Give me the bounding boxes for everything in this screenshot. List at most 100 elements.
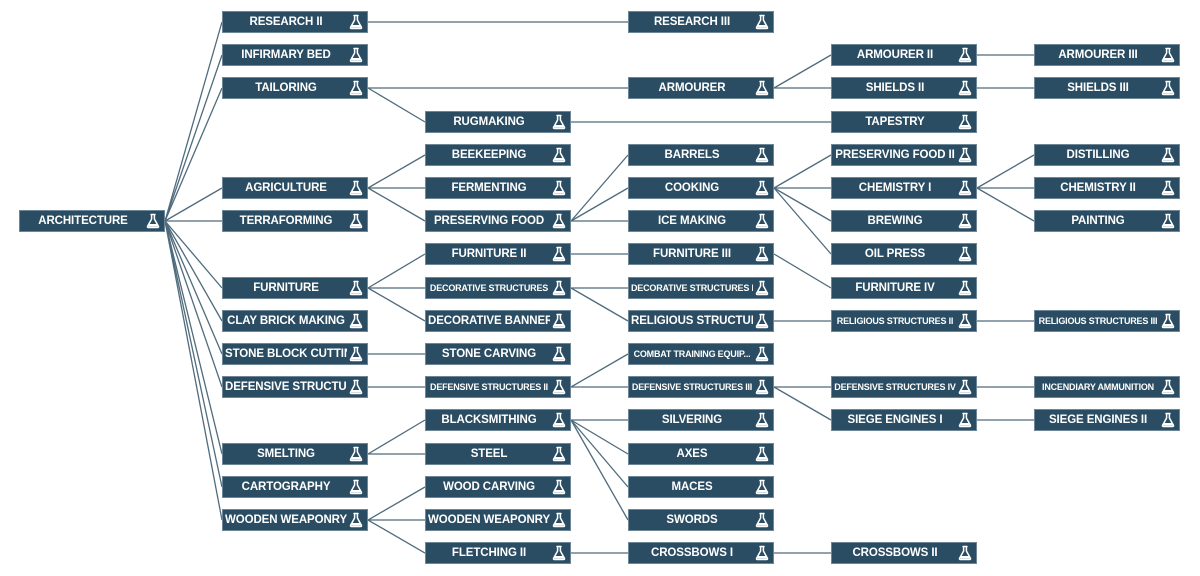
tech-node-relstruct[interactable]: RELIGIOUS STRUCTURES bbox=[628, 310, 774, 332]
tech-node-defstruct[interactable]: DEFENSIVE STRUCTURES bbox=[222, 376, 368, 398]
tech-node-woodweap2[interactable]: WOODEN WEAPONRY II bbox=[425, 509, 571, 531]
tech-node-label: STONE CARVING bbox=[441, 348, 537, 360]
tech-node-label: PRESERVING FOOD bbox=[433, 215, 545, 227]
tech-node-label: WOOD CARVING bbox=[443, 481, 535, 493]
tech-node-infirmary[interactable]: INFIRMARY BED bbox=[222, 44, 368, 66]
tech-node-axes[interactable]: AXES bbox=[628, 443, 774, 465]
tech-node-woodcarv[interactable]: WOOD CARVING bbox=[425, 476, 571, 498]
tech-node-woodweap[interactable]: WOODEN WEAPONRY bbox=[222, 509, 368, 531]
tech-node-incendiary[interactable]: INCENDIARY AMMUNITION bbox=[1034, 376, 1180, 398]
tech-node-label: RESEARCH II bbox=[249, 16, 323, 28]
tech-node-fermenting[interactable]: FERMENTING bbox=[425, 177, 571, 199]
tech-node-tapestry[interactable]: TAPESTRY bbox=[831, 111, 977, 133]
tech-node-presfood2[interactable]: PRESERVING FOOD II bbox=[831, 144, 977, 166]
link-architecture-furniture bbox=[164, 220, 223, 289]
tech-node-beekeeping[interactable]: BEEKEEPING bbox=[425, 144, 571, 166]
tech-node-relstruct2[interactable]: RELIGIOUS STRUCTURES II bbox=[831, 310, 977, 332]
flask-icon bbox=[956, 178, 974, 198]
tech-node-stonecarv[interactable]: STONE CARVING bbox=[425, 343, 571, 365]
tech-node-label: BREWING bbox=[867, 215, 923, 227]
tech-node-label: AGRICULTURE bbox=[245, 182, 327, 194]
tech-node-furniture4[interactable]: FURNITURE IV bbox=[831, 277, 977, 299]
tech-node-armourer3[interactable]: ARMOURER III bbox=[1034, 44, 1180, 66]
tech-node-label: INFIRMARY BED bbox=[241, 49, 331, 61]
tech-node-defstruct4[interactable]: DEFENSIVE STRUCTURES IV bbox=[831, 376, 977, 398]
tech-node-decstruct[interactable]: DECORATIVE STRUCTURES bbox=[425, 277, 571, 299]
tech-node-decstruct2[interactable]: DECORATIVE STRUCTURES II bbox=[628, 277, 774, 299]
tech-node-steel[interactable]: STEEL bbox=[425, 443, 571, 465]
tech-node-label: INCENDIARY AMMUNITION bbox=[1042, 382, 1154, 392]
tech-node-label: ICE MAKING bbox=[657, 215, 726, 227]
tech-node-siege1[interactable]: SIEGE ENGINES I bbox=[831, 409, 977, 431]
tech-node-label: FERMENTING bbox=[451, 182, 527, 194]
tech-node-label: CARTOGRAPHY bbox=[241, 481, 331, 493]
tech-node-oilpress[interactable]: OIL PRESS bbox=[831, 243, 977, 265]
flask-icon bbox=[956, 45, 974, 65]
tech-node-icemaking[interactable]: ICE MAKING bbox=[628, 210, 774, 232]
flask-icon bbox=[1159, 410, 1177, 430]
tech-node-relstruct3[interactable]: RELIGIOUS STRUCTURES III bbox=[1034, 310, 1180, 332]
tech-node-chem2[interactable]: CHEMISTRY II bbox=[1034, 177, 1180, 199]
tech-node-presfood[interactable]: PRESERVING FOOD bbox=[425, 210, 571, 232]
tech-node-label: COOKING bbox=[664, 182, 720, 194]
tech-node-cartography[interactable]: CARTOGRAPHY bbox=[222, 476, 368, 498]
tech-node-claybrick[interactable]: CLAY BRICK MAKING bbox=[222, 310, 368, 332]
flask-icon bbox=[956, 244, 974, 264]
tech-node-label: SHIELDS II bbox=[865, 82, 925, 94]
tech-node-shields2[interactable]: SHIELDS II bbox=[831, 77, 977, 99]
tech-node-fletch2[interactable]: FLETCHING II bbox=[425, 542, 571, 564]
tech-node-agriculture[interactable]: AGRICULTURE bbox=[222, 177, 368, 199]
flask-icon bbox=[347, 45, 365, 65]
tech-node-brewing[interactable]: BREWING bbox=[831, 210, 977, 232]
tech-node-terraforming[interactable]: TERRAFORMING bbox=[222, 210, 368, 232]
tech-node-blacksmith[interactable]: BLACKSMITHING bbox=[425, 409, 571, 431]
link-architecture-infirmary bbox=[164, 54, 223, 222]
tech-node-research2[interactable]: RESEARCH II bbox=[222, 11, 368, 33]
tech-node-decban[interactable]: DECORATIVE BANNERS bbox=[425, 310, 571, 332]
tech-node-barrels[interactable]: BARRELS bbox=[628, 144, 774, 166]
flask-icon bbox=[753, 410, 771, 430]
tech-node-maces[interactable]: MACES bbox=[628, 476, 774, 498]
tech-node-label: WOODEN WEAPONRY bbox=[225, 514, 347, 526]
tech-node-smelting[interactable]: SMELTING bbox=[222, 443, 368, 465]
tech-node-label: SHIELDS III bbox=[1067, 82, 1129, 94]
tech-node-furniture2[interactable]: FURNITURE II bbox=[425, 243, 571, 265]
tech-node-armourer[interactable]: ARMOURER bbox=[628, 77, 774, 99]
tech-node-rugmaking[interactable]: RUGMAKING bbox=[425, 111, 571, 133]
tech-node-siege2[interactable]: SIEGE ENGINES II bbox=[1034, 409, 1180, 431]
tech-node-defstruct2[interactable]: DEFENSIVE STRUCTURES II bbox=[425, 376, 571, 398]
tech-node-furniture[interactable]: FURNITURE bbox=[222, 277, 368, 299]
tech-node-chem1[interactable]: CHEMISTRY I bbox=[831, 177, 977, 199]
link-blacksmith-swords bbox=[570, 419, 629, 521]
flask-icon bbox=[347, 444, 365, 464]
tech-node-label: DEFENSIVE STRUCTURES IV bbox=[834, 382, 956, 392]
tech-node-research3[interactable]: RESEARCH III bbox=[628, 11, 774, 33]
tech-node-crossbows1[interactable]: CROSSBOWS I bbox=[628, 542, 774, 564]
tech-node-silvering[interactable]: SILVERING bbox=[628, 409, 774, 431]
flask-icon bbox=[753, 477, 771, 497]
tech-node-tailoring[interactable]: TAILORING bbox=[222, 77, 368, 99]
flask-icon bbox=[347, 510, 365, 530]
tech-node-label: OIL PRESS bbox=[864, 248, 926, 260]
tech-node-armourer2[interactable]: ARMOURER II bbox=[831, 44, 977, 66]
tech-node-defstruct3[interactable]: DEFENSIVE STRUCTURES III bbox=[628, 376, 774, 398]
flask-icon bbox=[956, 543, 974, 563]
flask-icon bbox=[753, 510, 771, 530]
tech-node-furniture3[interactable]: FURNITURE III bbox=[628, 243, 774, 265]
flask-icon bbox=[956, 145, 974, 165]
flask-icon bbox=[1159, 311, 1177, 331]
tech-node-combat[interactable]: COMBAT TRAINING EQUIP... bbox=[628, 343, 774, 365]
tech-node-label: CLAY BRICK MAKING bbox=[227, 315, 345, 327]
tech-node-swords[interactable]: SWORDS bbox=[628, 509, 774, 531]
tech-node-architecture[interactable]: ARCHITECTURE bbox=[19, 210, 165, 232]
tech-node-shields3[interactable]: SHIELDS III bbox=[1034, 77, 1180, 99]
link-cooking-oilpress bbox=[773, 187, 832, 255]
tech-node-label: FURNITURE III bbox=[653, 248, 731, 260]
tech-node-cooking[interactable]: COOKING bbox=[628, 177, 774, 199]
tech-node-crossbows2[interactable]: CROSSBOWS II bbox=[831, 542, 977, 564]
tech-node-painting[interactable]: PAINTING bbox=[1034, 210, 1180, 232]
tech-node-stoneblock[interactable]: STONE BLOCK CUTTING bbox=[222, 343, 368, 365]
flask-icon bbox=[1159, 145, 1177, 165]
tech-node-distilling[interactable]: DISTILLING bbox=[1034, 144, 1180, 166]
tech-node-label: DEFENSIVE STRUCTURES bbox=[225, 381, 347, 393]
